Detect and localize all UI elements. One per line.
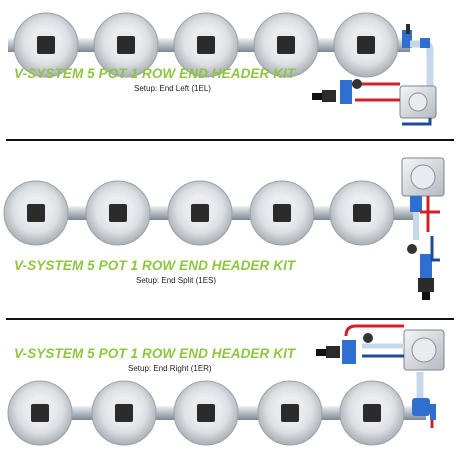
pot [339,380,405,446]
pot [257,380,323,446]
panel-end-left [8,12,437,126]
pot-row [3,180,395,246]
setup-label: Setup: End Split (1ES) [136,276,217,285]
pump-inlet [422,292,430,300]
pot [329,180,395,246]
pump-body [326,346,340,358]
end-fitting [430,404,436,420]
pot [167,180,233,246]
pump-inlet [316,349,326,356]
pump-fitting [420,254,432,278]
pot [253,12,319,78]
inline-valve [352,79,362,89]
controller-lid [408,92,428,112]
pump-inlet [312,93,322,100]
pot [7,380,73,446]
pot [173,12,239,78]
end-fitting [402,30,412,48]
pot-row [13,12,399,78]
feed-line [344,324,404,337]
end-fitting [410,196,422,212]
section-divider [6,318,454,320]
pot [249,180,315,246]
pump-body [322,90,336,102]
kit-title: V-SYSTEM 5 POT 1 ROW END HEADER KIT [14,258,296,273]
pump-fitting [340,80,352,104]
panel-end-right [7,324,445,446]
pot [91,380,157,446]
setup-label: Setup: End Right (1ER) [128,364,212,373]
setup-label: Setup: End Left (1EL) [134,84,211,93]
elbow-fitting [420,38,430,48]
elbow-fitting [412,398,430,416]
pot-row [7,380,405,446]
pot [173,380,239,446]
kit-title: V-SYSTEM 5 POT 1 ROW END HEADER KIT [14,346,296,361]
return-hose [410,40,434,92]
inline-valve [363,333,373,343]
section-divider [6,139,454,141]
pot [93,12,159,78]
drain-line [430,236,440,262]
pot [3,180,69,246]
controller-lid [410,164,436,190]
pump-body [418,278,434,292]
inline-valve [407,244,417,254]
pot [13,12,79,78]
kit-title: V-SYSTEM 5 POT 1 ROW END HEADER KIT [14,66,296,81]
end-valve [406,24,410,34]
controller-lid [411,337,437,363]
drain-line [402,118,432,126]
panel-end-split [3,157,445,300]
pot [333,12,399,78]
pot [85,180,151,246]
pump-fitting [342,340,356,364]
